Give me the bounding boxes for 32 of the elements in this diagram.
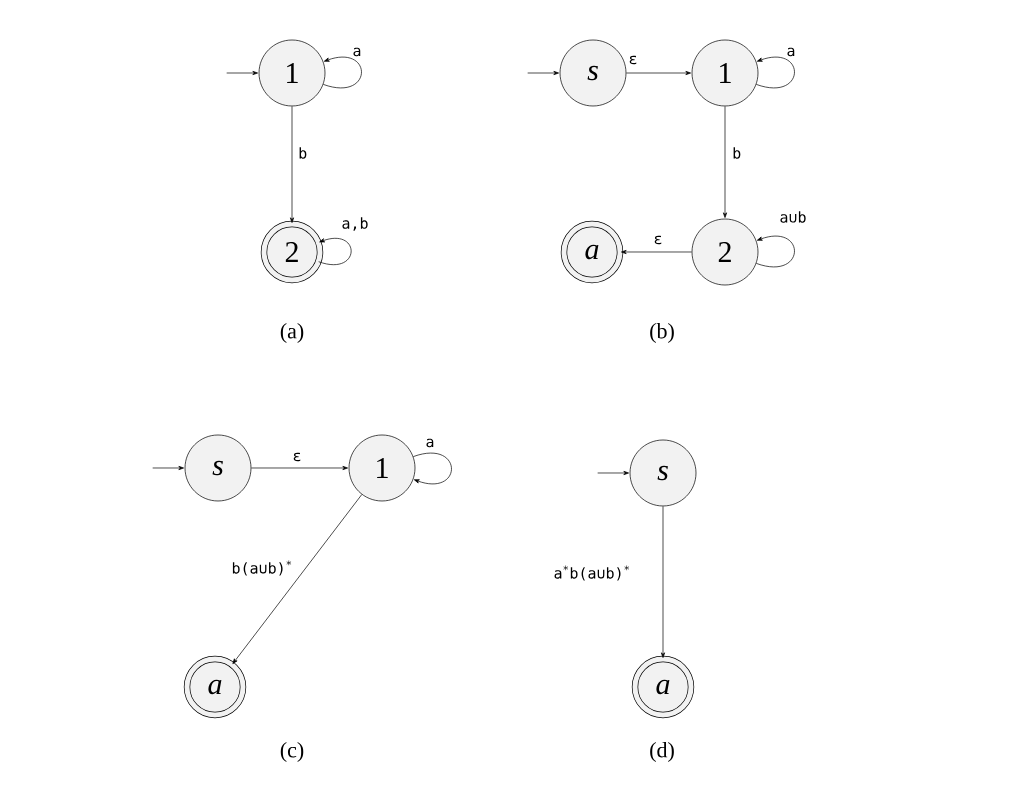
loop-arrow: [756, 57, 795, 89]
start-arrow: [226, 70, 258, 76]
arrow: [232, 494, 363, 664]
edge-label: a: [351, 46, 363, 58]
edge-label: ε: [652, 234, 664, 246]
arrow: [251, 465, 348, 471]
arrow: [626, 70, 691, 76]
subfigure-caption: (a): [280, 323, 304, 343]
arrow: [660, 506, 666, 658]
start-arrow: [152, 465, 184, 471]
edge-label: a$^{*}$b(a∪b)$^{*}$: [552, 564, 632, 582]
loop-arrow: [413, 452, 452, 484]
subfigure-caption: (d): [650, 742, 674, 762]
loop-arrow: [318, 238, 352, 265]
loop-arrow: [323, 57, 362, 89]
edge-label: a: [424, 437, 436, 449]
start-arrow: [527, 70, 559, 76]
edge-label: a∪b: [778, 210, 808, 224]
edge-label: a: [785, 46, 797, 58]
edge-label: b(a∪b)$^{*}$: [230, 559, 294, 577]
arrow: [289, 106, 295, 223]
edge-label: ε: [627, 54, 639, 66]
edge-label: b: [297, 146, 309, 160]
start-arrow: [597, 470, 629, 476]
subfigure-caption: (c): [280, 742, 304, 762]
edge-label: a,b: [340, 216, 370, 232]
loop-arrow: [756, 236, 795, 268]
edge-label: ε: [291, 451, 303, 463]
arrow: [621, 249, 692, 255]
edge-label: b: [731, 146, 743, 160]
subfigure-caption: (b): [650, 323, 674, 343]
arrow: [722, 106, 728, 218]
